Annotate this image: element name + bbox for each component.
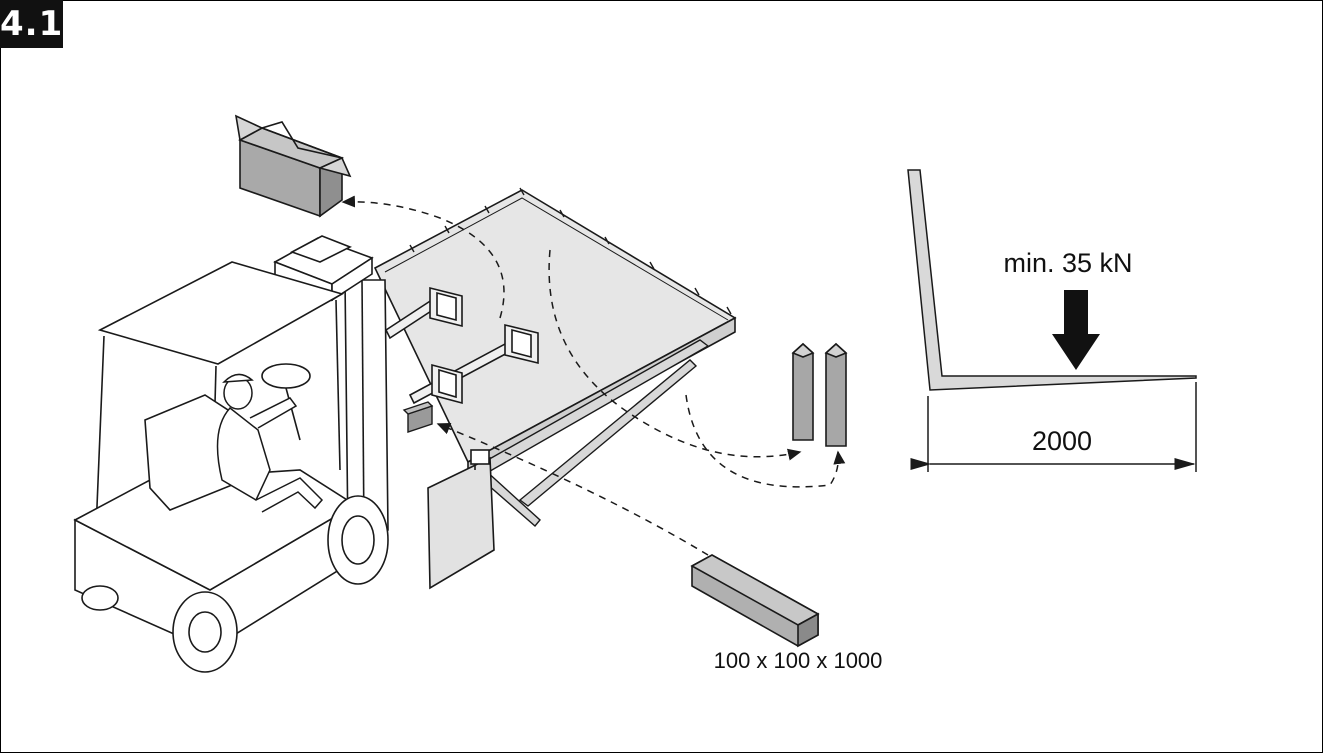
- platform-edge-pegs: [409, 187, 732, 315]
- force-arrow-icon: [1052, 290, 1100, 370]
- force-label: min. 35 kN: [1003, 248, 1132, 278]
- load-test-diagram: [907, 169, 1197, 472]
- dashed-motion-arrows: [341, 195, 846, 556]
- placed-timber-block: [402, 401, 434, 433]
- tail-lift-platform: [373, 189, 737, 480]
- mounting-brackets: [384, 286, 539, 405]
- lift-gate-plate: [427, 449, 495, 590]
- forklift-operator: [216, 373, 324, 513]
- parts-box: [234, 114, 352, 218]
- span-dimension-label: 2000: [1032, 426, 1092, 456]
- timber-size-label: 100 x 100 x 1000: [714, 648, 883, 673]
- support-posts: [791, 342, 848, 447]
- timber-beam: [690, 554, 820, 648]
- figure-number-badge: 4.1: [0, 0, 63, 48]
- platform-support-arms: [468, 339, 710, 527]
- forklift-wheels: [81, 495, 389, 673]
